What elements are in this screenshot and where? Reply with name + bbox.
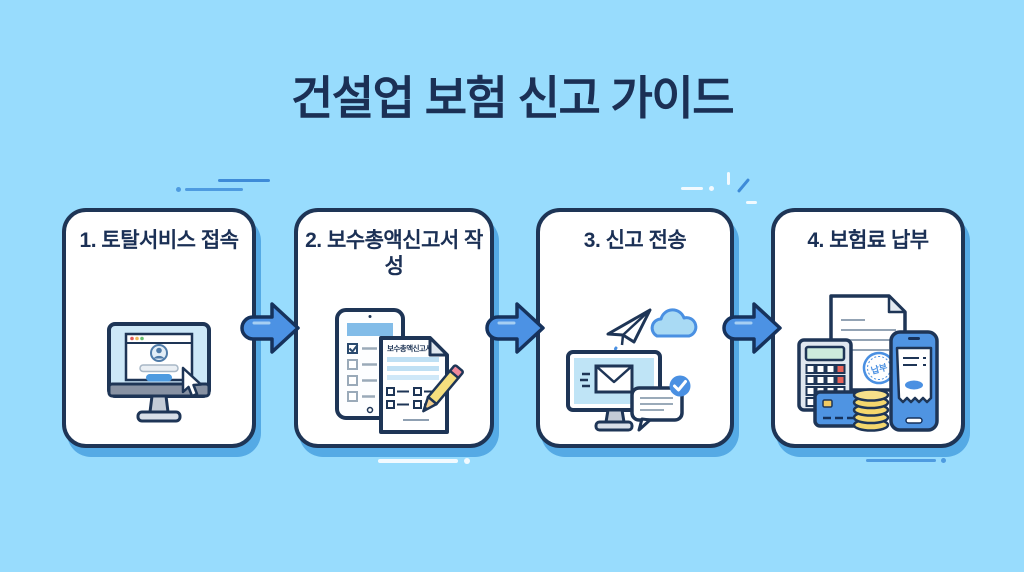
deco-line — [185, 188, 243, 191]
tablet-header-bar — [347, 323, 393, 336]
speech-bubble-icon — [630, 386, 684, 432]
cloud-icon — [650, 308, 698, 338]
pencil-icon — [422, 364, 464, 413]
deco-line — [681, 187, 703, 190]
check-circle-icon — [669, 375, 691, 397]
deco-dot — [709, 186, 714, 191]
step-card-4: 4. 보험료 납부 납부 — [771, 208, 965, 448]
browser-dot-red — [130, 336, 134, 341]
monitor-login-illustration — [107, 322, 211, 423]
login-input-field — [139, 364, 179, 373]
deco-line — [746, 201, 757, 204]
step-card-1: 1. 토탈서비스 접속 — [62, 208, 256, 448]
stamp-text: 납부 — [870, 361, 889, 376]
tablet-form-pencil-illustration: 보수총액신고서 — [335, 308, 464, 434]
deco-tick — [736, 178, 751, 193]
deco-dot — [941, 458, 946, 463]
right-arrow-icon — [240, 302, 300, 354]
paper-plane-icon — [606, 308, 652, 346]
checklist-icon — [347, 343, 377, 402]
smartphone-receipt-icon — [889, 330, 939, 432]
right-arrow-icon — [485, 302, 545, 354]
step-card-3: 3. 신고 전송 — [536, 208, 734, 448]
browser-dot-yellow — [135, 336, 139, 341]
document-title-text: 보수총액신고서 — [387, 343, 432, 353]
page-title: 건설업 보험 신고 가이드 — [290, 72, 735, 124]
step-card-2: 2. 보수총액신고서 작성 보수총액신고서 — [294, 208, 494, 448]
deco-dot — [176, 187, 181, 192]
browser-dot-green — [140, 336, 144, 341]
calculator-card-coins-phone-illustration: 납부 — [797, 294, 939, 432]
deco-dot — [464, 458, 470, 464]
deco-line — [378, 459, 458, 463]
coins-icon — [852, 388, 890, 432]
step-3-label: 3. 신고 전송 — [583, 229, 687, 252]
step-2-label: 2. 보수총액신고서 작성 — [305, 229, 483, 279]
step-1-label: 1. 토탈서비스 접속 — [79, 229, 239, 252]
deco-line — [866, 459, 936, 462]
mouse-cursor-icon — [181, 366, 203, 398]
deco-tick — [727, 172, 730, 185]
login-button — [146, 374, 172, 382]
right-arrow-icon — [722, 302, 782, 354]
monitor-send-plane-cloud-illustration — [566, 308, 698, 432]
step-4-label: 4. 보험료 납부 — [807, 229, 929, 252]
deco-line — [218, 179, 270, 182]
payment-stamp-icon: 납부 — [862, 351, 896, 385]
